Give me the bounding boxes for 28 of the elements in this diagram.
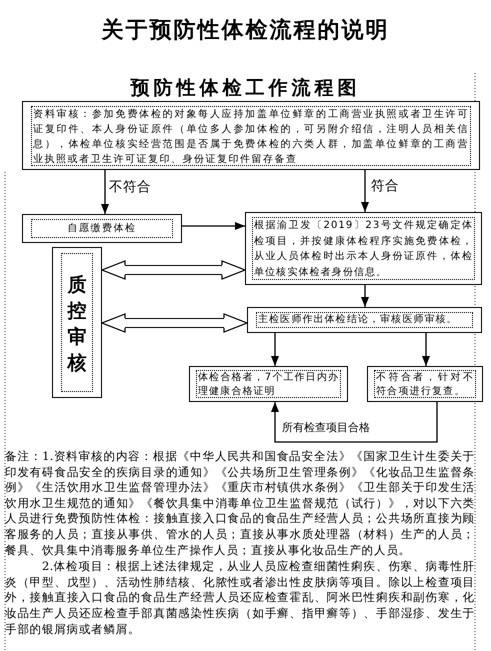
edge-label: 不符合 [108,179,152,196]
arrow [422,333,430,366]
process-box [189,366,348,402]
step-text: 体检合格者，7个工作日内办理健康合格证明 [196,370,341,398]
step-text: 根据渝卫发〔2019〕23号文件规定确定体检项目，并按健康体检程序实施免费体检，从业人员体检时出示本人身份证原件，体检单位核实体检者身份信息。 [252,217,475,280]
process-box [245,212,482,285]
step-text: 不符合者，针对不符合项进行复查。 [374,370,476,398]
step-text: 资料审核：参加免费体检的对象每人应持加盖单位鲜章的工商营业执照或者卫生许可证复印件、本人身份证原件（单位多人参加体检的，可另附介绍信，注明人员相关信息），体检单位核实经营范围是否属于免费体检的六类人群，加盖单位鲜章的工商营业执照或者卫生许可证复印、身份证复印件留存备查 [31,106,471,166]
note-text: 备注：1.资料审核的内容：根据《中华人民共和国食品安全法》《国家卫生计生委关于印发有碍食品安全的疾病目录的通知》《公共场所卫生管理条例》《化妆品卫生监督条例》《生活饮用水卫生监督管理办法》《重庆市村镇供水条例》《卫生部关于印发生活饮用水卫生规范的通知》《餐饮具集中消毒单位卫生监督规范（试行）》，对以下六类人员进行免费预防性体检：接触直接入口食品的食品生产经营人员；公共场所直接为顾客服务的人员；直接从事供、管水的人员；直接从事水质处理器（材料）生产的人员；餐具、饮具集中消毒服务单位生产操作人员；直接从事化妆品生产的人员。 [5,449,475,558]
process-box [247,307,482,333]
step-text: 主检医师作出体检结论，审核医师审核。 [256,312,473,328]
note-text: 2.体检项目：根据上述法律规定，从业人员应检查细菌性痢疾、伤寒、病毒性肝炎（甲型、戊型）、活动性肺结核、化脓性或者渗出性皮肤病等项目。除以上检查项目外，接触直接入口食品的食品生产经营人员还应检查霍乱、阿米巴性痢疾和副伤寒，化妆品生产人员还应检查手部真菌感染性疾病（如手癣、指甲癣等）、手部湿疹、发生于手部的银屑病或者鳞屑。 [5,559,475,638]
arrow [361,285,369,307]
process-box [367,366,483,402]
arrow [361,170,369,212]
process-box [22,214,182,243]
arrow [182,222,245,230]
arrow [271,333,279,366]
edge-label: 符合 [370,178,400,194]
arrow [101,170,109,214]
arrow [271,402,438,443]
vertical-heading: 质控审核 [61,253,93,392]
subtitle: 预防性体检工作流程图 [130,76,360,101]
title: 关于预防性体检流程的说明 [102,16,390,45]
process-box [22,101,480,170]
step-text: 自愿缴费体检 [31,219,173,238]
side-panel-box [52,247,102,398]
edge-label: 所有检查项目合格 [281,421,371,435]
